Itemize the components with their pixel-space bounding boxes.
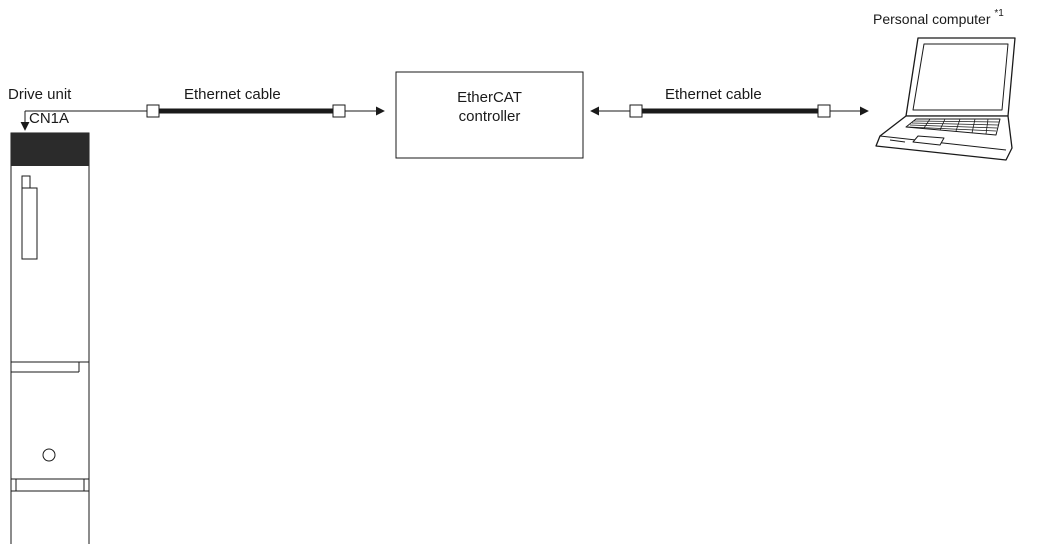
ethernet-cable-left (146, 104, 385, 118)
ethernet-cable-right (590, 104, 869, 118)
cn1a-label: CN1A (29, 110, 70, 127)
ethernet-cable-right-label: Ethernet cable (665, 86, 762, 103)
controller-label: EtherCAT controller (396, 88, 583, 126)
personal-computer-text: Personal computer (873, 11, 991, 27)
ethernet-cable-left-label: Ethernet cable (184, 86, 281, 103)
personal-computer-label: Personal computer *1 (873, 8, 1004, 28)
drive-unit-label: Drive unit (8, 86, 72, 103)
footnote-marker: *1 (994, 8, 1004, 19)
controller-label-line2: controller (458, 108, 521, 125)
cn1a-pointer (20, 110, 147, 131)
controller-label-line1: EtherCAT (457, 89, 522, 106)
drive-unit (10, 132, 90, 544)
ethercat-controller-box (395, 71, 584, 159)
laptop-icon (875, 37, 1016, 161)
